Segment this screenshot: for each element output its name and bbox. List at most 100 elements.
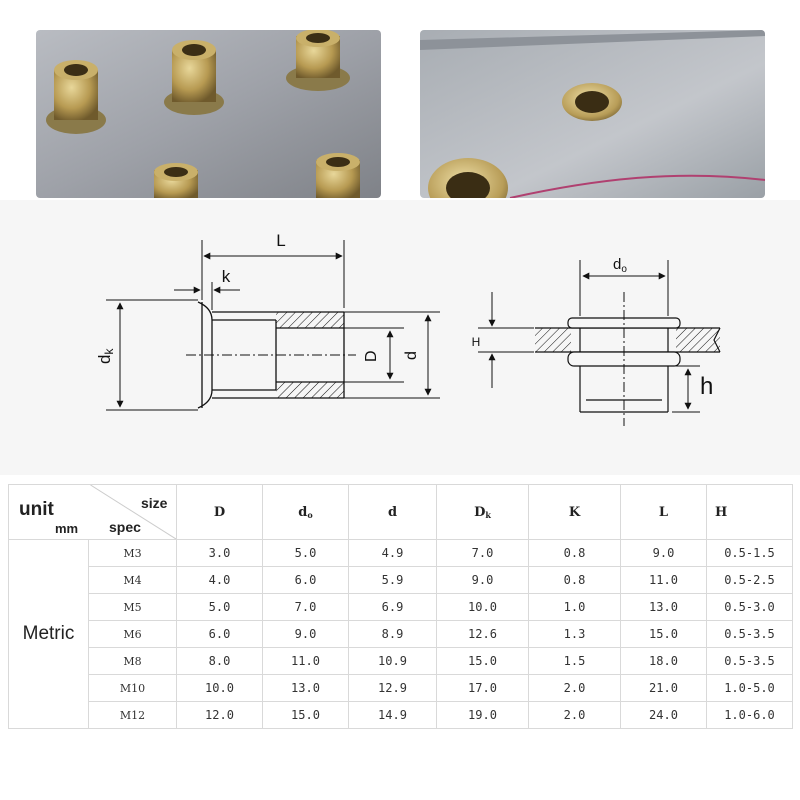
value-cell: 7.0 [436, 539, 529, 567]
value-cell: 15.0 [436, 647, 529, 675]
table-row: M4 4.0 6.0 5.9 9.0 0.8 11.0 0.5-2.5 [9, 566, 793, 594]
value-cell: 10.0 [176, 674, 263, 702]
value-cell: 5.9 [348, 566, 437, 594]
rivet-nut-1 [46, 60, 106, 134]
value-cell: 9.0 [436, 566, 529, 594]
value-cell: 1.5 [528, 647, 621, 675]
value-cell: 11.0 [262, 647, 349, 675]
dimension-D [344, 327, 404, 383]
value-cell: 0.8 [528, 539, 621, 567]
label-H: H [472, 335, 481, 349]
label-do-main: d [613, 256, 621, 273]
rivet-nut-5 [316, 153, 360, 198]
rivet-nuts-on-plate-image [36, 30, 381, 198]
spec-cell: M3 [88, 539, 177, 567]
value-cell: 0.5-3.0 [706, 593, 793, 621]
spec-cell: M5 [88, 593, 177, 621]
diagonal-divider [90, 485, 176, 539]
header-corner-cell: unit mm size spec [8, 484, 177, 540]
loose-rivet-nut [428, 158, 508, 198]
table-row: M6 6.0 9.0 8.9 12.6 1.3 15.0 0.5-3.5 [9, 620, 793, 648]
technical-drawing: L k dk D d [0, 200, 800, 475]
value-cell: 15.0 [262, 701, 349, 729]
value-cell: 12.9 [348, 674, 437, 702]
value-cell: 14.9 [348, 701, 437, 729]
dimension-h [672, 365, 700, 413]
mm-label: mm [55, 521, 79, 536]
rivet-nut-4 [154, 163, 198, 198]
label-dk-main: d [95, 355, 114, 364]
dimension-d [344, 311, 440, 399]
value-cell: 0.5-1.5 [706, 539, 793, 567]
dimension-L [201, 240, 345, 308]
value-cell: 8.0 [176, 647, 263, 675]
value-cell: 9.0 [262, 620, 349, 648]
value-cell: 12.0 [176, 701, 263, 729]
dimension-H [478, 292, 534, 388]
header-do: do [262, 484, 349, 540]
header-L: L [620, 484, 707, 540]
table-row: Metric M3 3.0 5.0 4.9 7.0 0.8 9.0 0.5-1.… [8, 539, 793, 729]
value-cell: 12.6 [436, 620, 529, 648]
label-dk: dk [95, 348, 116, 364]
value-cell: 4.9 [348, 539, 437, 567]
value-cell: 2.0 [528, 701, 621, 729]
rivet-nut-3 [286, 30, 350, 91]
spec-cell: M4 [88, 566, 177, 594]
value-cell: 10.9 [348, 647, 437, 675]
value-cell: 13.0 [262, 674, 349, 702]
dimension-do [579, 260, 669, 316]
header-d: d [348, 484, 437, 540]
label-do-sub: o [621, 264, 627, 275]
value-cell: 4.0 [176, 566, 263, 594]
value-cell: 19.0 [436, 701, 529, 729]
label-dk-sub: k [102, 348, 116, 355]
product-photo-right [420, 30, 765, 198]
label-k: k [222, 267, 231, 286]
header-H: H [706, 484, 793, 540]
value-cell: 11.0 [620, 566, 707, 594]
value-cell: 2.0 [528, 674, 621, 702]
rivet-nut-2 [164, 40, 224, 115]
value-cell: 1.0-6.0 [706, 701, 793, 729]
value-cell: 17.0 [436, 674, 529, 702]
installed-rivet-nut-image [420, 30, 765, 198]
value-cell: 7.0 [262, 593, 349, 621]
value-cell: 24.0 [620, 701, 707, 729]
value-cell: 3.0 [176, 539, 263, 567]
spec-table: unit mm size spec D do d Dk K L H Metric… [8, 484, 793, 729]
product-photo-left [36, 30, 381, 198]
table-row: M8 8.0 11.0 10.9 15.0 1.5 18.0 0.5-3.5 [9, 647, 793, 675]
value-cell: 8.9 [348, 620, 437, 648]
value-cell: 5.0 [262, 539, 349, 567]
value-cell: 21.0 [620, 674, 707, 702]
value-cell: 13.0 [620, 593, 707, 621]
value-cell: 6.0 [262, 566, 349, 594]
spec-label: spec [109, 519, 141, 535]
value-cell: 5.0 [176, 593, 263, 621]
flush-rivet-nut [562, 83, 622, 121]
label-d: d [403, 351, 420, 360]
value-cell: 6.0 [176, 620, 263, 648]
value-cell: 1.0-5.0 [706, 674, 793, 702]
value-cell: 0.5-3.5 [706, 620, 793, 648]
value-cell: 0.5-3.5 [706, 647, 793, 675]
spec-cell: M8 [88, 647, 177, 675]
value-cell: 10.0 [436, 593, 529, 621]
dimension-dk [106, 299, 198, 411]
value-cell: 0.8 [528, 566, 621, 594]
table-header-row: unit mm size spec D do d Dk K L H [8, 484, 793, 540]
value-cell: 1.3 [528, 620, 621, 648]
header-D: D [176, 484, 263, 540]
header-Dk: Dk [436, 484, 529, 540]
unit-label: unit [19, 499, 54, 520]
table-row: M12 12.0 15.0 14.9 19.0 2.0 24.0 1.0-6.0 [9, 701, 793, 729]
value-cell: 15.0 [620, 620, 707, 648]
label-L: L [276, 231, 285, 250]
installed-view [535, 292, 721, 426]
dimension-k [174, 282, 240, 310]
group-label: Metric [8, 539, 89, 729]
label-do: do [613, 256, 627, 275]
label-h: h [700, 373, 713, 400]
rivet-nut-dimension-drawing: L k dk D d [95, 231, 721, 426]
